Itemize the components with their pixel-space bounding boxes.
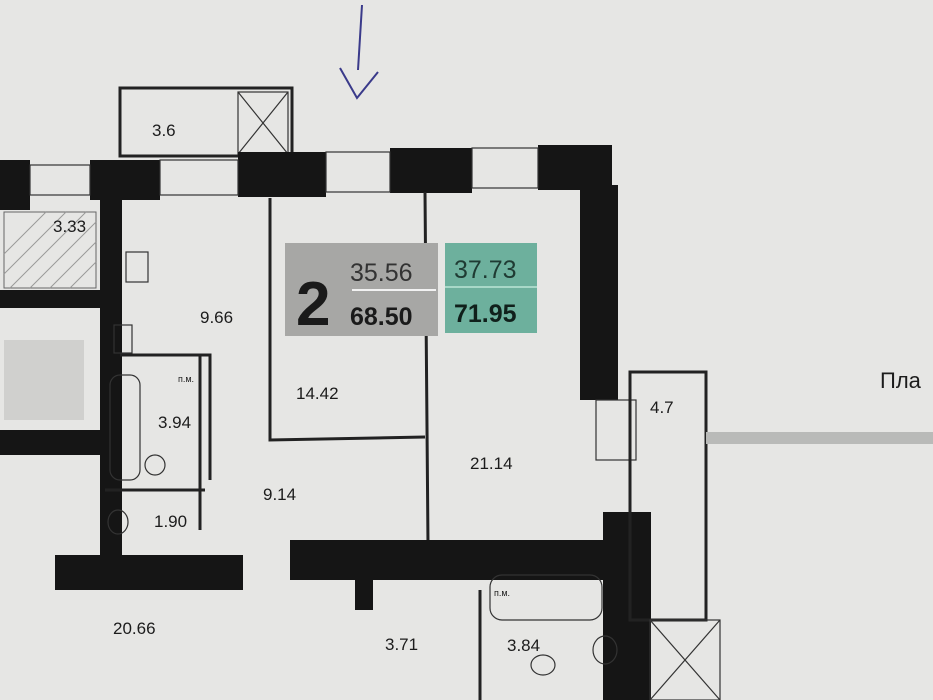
bathroom-walls	[105, 353, 212, 530]
wall	[0, 430, 100, 455]
window	[471, 147, 539, 189]
bathtub-icon	[109, 374, 141, 481]
wall	[0, 290, 100, 308]
room-area-bathroom-bottom: 3.84	[507, 636, 540, 655]
room-area-left-loggia: 3.33	[53, 217, 86, 236]
wall	[55, 555, 243, 590]
vent-cross-icon	[237, 91, 289, 155]
wall	[390, 148, 472, 193]
stove-icon	[125, 251, 149, 283]
gray-line	[706, 432, 933, 444]
wall	[538, 145, 612, 190]
room-area-kitchen: 9.66	[200, 308, 233, 327]
living-area-a: 35.56	[350, 259, 413, 287]
kitchen-sink-icon	[113, 324, 133, 354]
window	[325, 151, 391, 193]
hand-drawn-arrow	[339, 4, 379, 100]
toilet-icon	[592, 635, 618, 665]
room-area-balcony-top: 3.6	[152, 121, 176, 140]
wall	[580, 185, 618, 400]
balcony-top	[118, 86, 294, 158]
stair-area	[4, 340, 84, 420]
wall	[355, 580, 373, 610]
window	[595, 399, 637, 461]
room-area-wc: 1.90	[154, 512, 187, 531]
room-area-bathroom: 3.94	[158, 413, 191, 432]
living-area-b: 37.73	[454, 256, 517, 284]
balcony-door	[159, 159, 239, 196]
room-area-bottom-left: 20.66	[113, 619, 156, 638]
pm-label: п.м.	[178, 374, 194, 384]
sink-icon	[144, 454, 166, 476]
window	[29, 164, 91, 196]
vent-cross-icon	[649, 619, 721, 700]
total-area-b: 71.95	[454, 300, 517, 328]
room-area-hall: 9.14	[263, 485, 296, 504]
wall	[290, 540, 620, 580]
rooms-count: 2	[296, 270, 330, 339]
room-area-balcony-right: 4.7	[650, 398, 674, 417]
wall	[0, 160, 30, 210]
bathtub-icon	[489, 574, 603, 621]
toilet-icon	[107, 509, 129, 535]
room-area-living: 21.14	[470, 454, 513, 473]
pm-label: п.м.	[494, 588, 510, 598]
room-area-corridor: 3.71	[385, 635, 418, 654]
sink-icon	[530, 654, 556, 676]
total-area-a: 68.50	[350, 303, 413, 331]
edge-text: Пла	[880, 368, 922, 393]
wall	[238, 152, 326, 197]
room-area-bedroom: 14.42	[296, 384, 339, 403]
vent-shaft	[649, 619, 721, 700]
wall	[100, 180, 122, 560]
